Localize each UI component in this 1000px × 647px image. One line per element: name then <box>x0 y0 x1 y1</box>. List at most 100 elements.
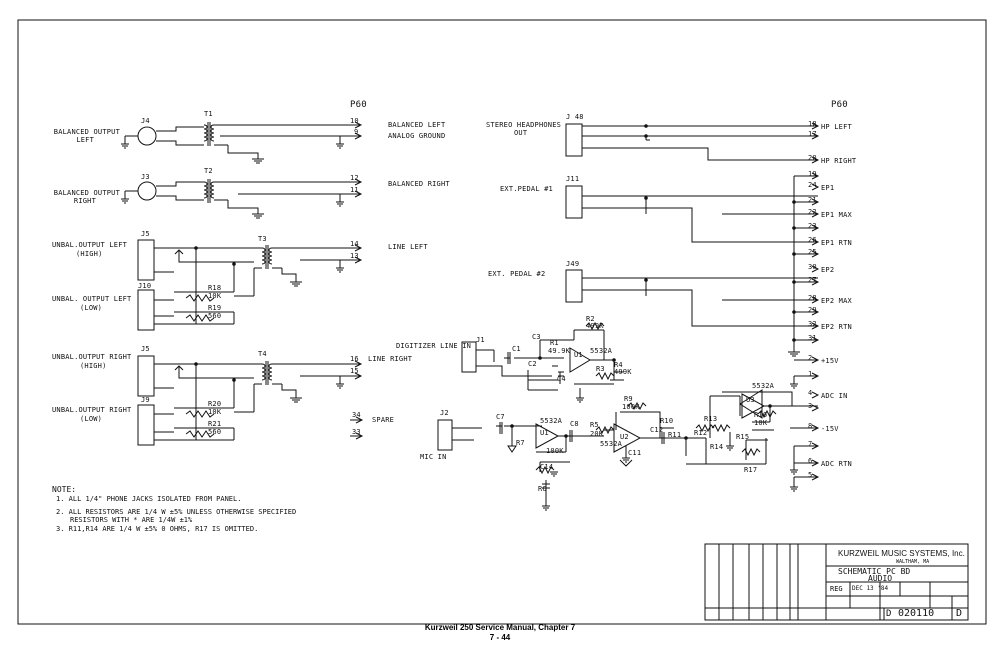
pin-right-31: 31 <box>808 334 817 342</box>
comp-r16-value: 10K <box>754 419 768 427</box>
pin-right-18: 18 <box>808 120 817 128</box>
jack-label-j48: J 48 <box>566 113 584 121</box>
jack-label-j3: J3 <box>141 173 150 181</box>
pin-right-2: 2 <box>808 354 813 362</box>
comp-r7-value: 100K <box>546 447 564 455</box>
label-unbal-right-low-1: UNBAL.OUTPUT RIGHT <box>52 406 132 414</box>
drawing-border <box>17 19 987 625</box>
pin-right-26: 26 <box>808 236 817 244</box>
junction-dots <box>194 124 796 440</box>
jack-label-j5: J5 <box>141 230 150 238</box>
comp-c7: C7 <box>496 413 505 421</box>
label-digitizer-line-in: DIGITIZER LINE IN <box>396 342 472 350</box>
comp-r17: R17 <box>744 466 758 474</box>
right-connector-wiring <box>582 125 818 357</box>
connector-header-right: P60 <box>831 100 848 110</box>
comp-r18: R18 <box>208 284 222 292</box>
title-block-company: KURZWEIL MUSIC SYSTEMS, Inc. <box>838 549 965 558</box>
transformer-t3 <box>261 247 266 265</box>
xlr-jack-j4 <box>137 126 157 146</box>
pin-right-signal-20: HP RIGHT <box>821 157 857 165</box>
jack-j5-right <box>137 355 155 397</box>
label-unbal-right-high-2: (HIGH) <box>80 362 107 370</box>
comp-u2-type: 5532A <box>600 440 623 448</box>
pin-right-signal-26: EP1 RTN <box>821 239 852 247</box>
note-2b: RESISTORS WITH * ARE 1/4W ±1% <box>70 516 193 524</box>
opamp-u3 <box>741 393 766 419</box>
title-block-size: D <box>886 609 892 619</box>
jack-j2 <box>437 419 453 451</box>
label-unbal-right-low-2: (LOW) <box>80 415 103 423</box>
comp-r2-value: 499K <box>586 322 604 330</box>
pin-left-13: 13 <box>350 252 359 260</box>
pin-right-signal-6: ADC RTN <box>821 460 852 468</box>
opamp-u2 <box>613 423 642 453</box>
note-3: 3. R11,R14 ARE 1/4 W ±5% 0 OHMS, R17 IS … <box>56 525 259 533</box>
transformer-t4 <box>261 363 266 381</box>
comp-u1-mic-type: 5532A <box>540 417 563 425</box>
comp-r18-value: 10K <box>208 292 222 300</box>
comp-c14: C14 <box>540 463 554 471</box>
label-unbal-left-low-2: (LOW) <box>80 304 103 312</box>
pin-right-27: 27 <box>808 276 817 284</box>
jack-j11 <box>565 185 583 219</box>
label-balanced-output-left-1: BALANCED OUTPUT <box>53 128 120 136</box>
pin-right-24: 24 <box>808 181 817 189</box>
comp-r1-value: 49.9K <box>548 347 571 355</box>
pin-right-6: 6 <box>808 457 813 465</box>
jack-j9 <box>137 404 155 446</box>
pin-right-30: 30 <box>808 263 817 271</box>
label-balanced-output-left-2: LEFT <box>76 136 94 144</box>
comp-u3: U3 <box>746 396 755 404</box>
notes-title: NOTE: <box>52 485 77 494</box>
comp-r21-value: 560 <box>208 428 222 436</box>
pin-right-signal-22: EP1 MAX <box>821 211 852 219</box>
comp-r19: R19 <box>208 304 222 312</box>
pin-left-12: 12 <box>350 174 359 182</box>
comp-r21: R21 <box>208 420 222 428</box>
comp-u2: U2 <box>620 433 629 441</box>
label-mic-in: MIC IN <box>420 453 447 461</box>
comp-r8: R7 <box>516 439 525 447</box>
title-block-drawn: REG <box>830 585 843 593</box>
label-balanced-output-right-1: BALANCED OUTPUT <box>53 189 120 197</box>
jack-j5-left <box>137 239 155 281</box>
pin-right-23: 23 <box>808 222 817 230</box>
title-block-rev: D <box>956 608 963 619</box>
title-block-location: WALTHAM, MA <box>896 559 930 565</box>
comp-c12: C12 <box>650 426 664 434</box>
pin-right-1: 1 <box>808 370 813 378</box>
opamp-u1-top <box>569 347 591 373</box>
comp-r6: R6 <box>538 485 547 493</box>
jack-label-j4: J4 <box>141 117 150 125</box>
pin-right-signal-8: -15V <box>821 425 839 433</box>
label-balanced-output-right-2: RIGHT <box>73 197 96 205</box>
comp-r5-value: 20K <box>590 430 604 438</box>
pin-left-10: 10 <box>350 117 359 125</box>
comp-r13: R13 <box>704 415 718 423</box>
pin-right-25: 25 <box>808 248 817 256</box>
transformer-label-t1: T1 <box>204 110 213 118</box>
pin-right-28: 28 <box>808 294 817 302</box>
pin-right-5: 5 <box>808 471 813 479</box>
pin-right-32: 32 <box>808 320 817 328</box>
signal-analog-ground: ANALOG GROUND <box>388 132 446 140</box>
pin-left-14: 14 <box>350 240 359 248</box>
label-unbal-left-high-2: (HIGH) <box>76 250 103 258</box>
comp-c2: C2 <box>528 360 537 368</box>
label-unbal-left-high-1: UNBAL.OUTPUT LEFT <box>52 241 128 249</box>
comp-c8: C8 <box>570 420 579 428</box>
pin-right-8: 8 <box>808 422 813 430</box>
comp-c1: C1 <box>512 345 521 353</box>
comp-r5: R5 <box>590 421 599 429</box>
comp-u1-mic: U1 <box>540 429 549 437</box>
pin-left-15: 15 <box>350 367 359 375</box>
pin-right-signal-32: EP2 RTN <box>821 323 852 331</box>
pin-right-17: 17 <box>808 130 817 138</box>
comp-c11: C11 <box>628 449 642 457</box>
jack-label-j11: J11 <box>566 175 580 183</box>
comp-c3: C3 <box>532 333 541 341</box>
jack-label-j5b: J5 <box>141 345 150 353</box>
pin-left-33: 33 <box>352 428 361 436</box>
pin-right-21: 21 <box>808 196 817 204</box>
